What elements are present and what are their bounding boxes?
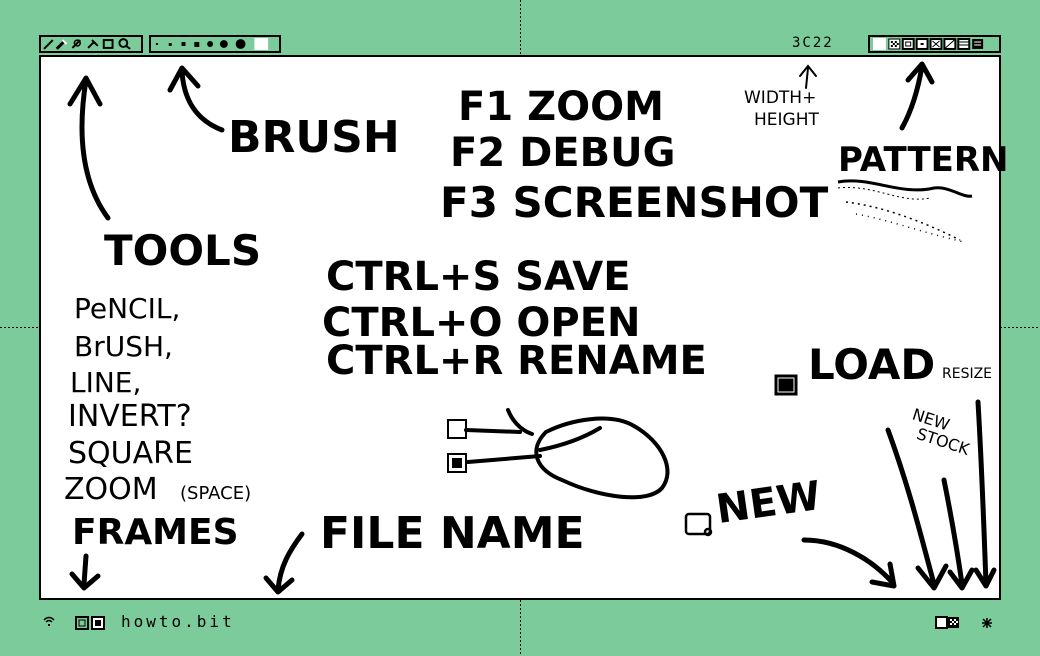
note-width: WIDTH+ — [744, 88, 817, 108]
brush-size-1[interactable] — [155, 43, 158, 45]
line-icon[interactable] — [71, 39, 81, 49]
zoom-icon[interactable] — [118, 38, 131, 50]
note-brush: BRUSH — [228, 112, 400, 163]
pattern-checker[interactable] — [888, 38, 901, 50]
note-ctrl-o: CTRL+O OPEN — [322, 300, 641, 346]
note-load: LOAD — [808, 340, 936, 389]
note-f1: F1 ZOOM — [458, 84, 664, 130]
brush-size-5[interactable] — [207, 41, 214, 47]
note-tools: TOOLS — [104, 226, 262, 275]
note-height: HEIGHT — [754, 110, 819, 130]
new-icon[interactable] — [935, 616, 948, 629]
pattern-cross[interactable] — [929, 38, 943, 50]
file-name[interactable]: howto.bit — [121, 612, 235, 631]
pattern-dots[interactable] — [915, 38, 929, 50]
frames-icon[interactable] — [42, 616, 56, 628]
pattern-lines[interactable] — [957, 38, 971, 50]
square-icon[interactable] — [102, 39, 114, 49]
pattern-black[interactable] — [972, 39, 984, 49]
brush-size-3[interactable] — [181, 42, 186, 46]
new-file-icon[interactable] — [75, 616, 89, 630]
note-frames: FRAMES — [72, 512, 239, 553]
pattern-white[interactable] — [872, 38, 886, 50]
status-bar: howto.bit — [39, 610, 1001, 636]
note-tool-line: LINE, — [70, 366, 142, 399]
pattern-diagonal[interactable] — [943, 38, 957, 50]
note-ctrl-r: CTRL+R RENAME — [326, 338, 707, 384]
file-icons — [75, 616, 105, 630]
note-tool-brush: BrUSH, — [74, 330, 173, 363]
note-pattern: PATTERN — [838, 140, 1009, 180]
note-tool-pencil: PeNCIL, — [74, 292, 181, 325]
brush-size-4[interactable] — [194, 42, 200, 47]
load-file-icon[interactable] — [91, 616, 105, 630]
canvas-dimensions: 3C22 — [792, 35, 834, 51]
brush-size-8[interactable] — [254, 38, 269, 50]
brush-icon[interactable] — [55, 39, 68, 50]
note-file-name: FILE NAME — [320, 508, 585, 559]
note-f2: F2 DEBUG — [450, 130, 676, 176]
note-tool-square: SQUARE — [68, 436, 193, 471]
load-icon[interactable] — [948, 617, 959, 628]
toolbar: 3C22 — [39, 35, 1001, 55]
resize-icon[interactable] — [982, 618, 992, 628]
note-resize: RESIZE — [942, 366, 993, 382]
brush-size-6[interactable] — [219, 40, 228, 48]
note-zoom-space: (SPACE) — [180, 483, 252, 504]
tool-palette — [39, 35, 143, 53]
note-tool-zoom: ZOOM — [64, 472, 158, 507]
brush-size-7[interactable] — [235, 39, 246, 49]
brush-size-2[interactable] — [168, 43, 172, 46]
drawing-canvas[interactable] — [39, 55, 1001, 600]
note-f3: F3 SCREENSHOT — [440, 178, 829, 227]
pattern-palette — [868, 35, 1001, 53]
pattern-grid[interactable] — [901, 38, 915, 50]
note-tool-invert: INVERT? — [68, 399, 192, 434]
pencil-icon[interactable] — [43, 39, 54, 50]
brush-palette — [149, 35, 281, 53]
invert-icon[interactable] — [87, 39, 99, 49]
note-ctrl-s: CTRL+S SAVE — [326, 254, 631, 300]
status-right-icons — [935, 616, 992, 629]
